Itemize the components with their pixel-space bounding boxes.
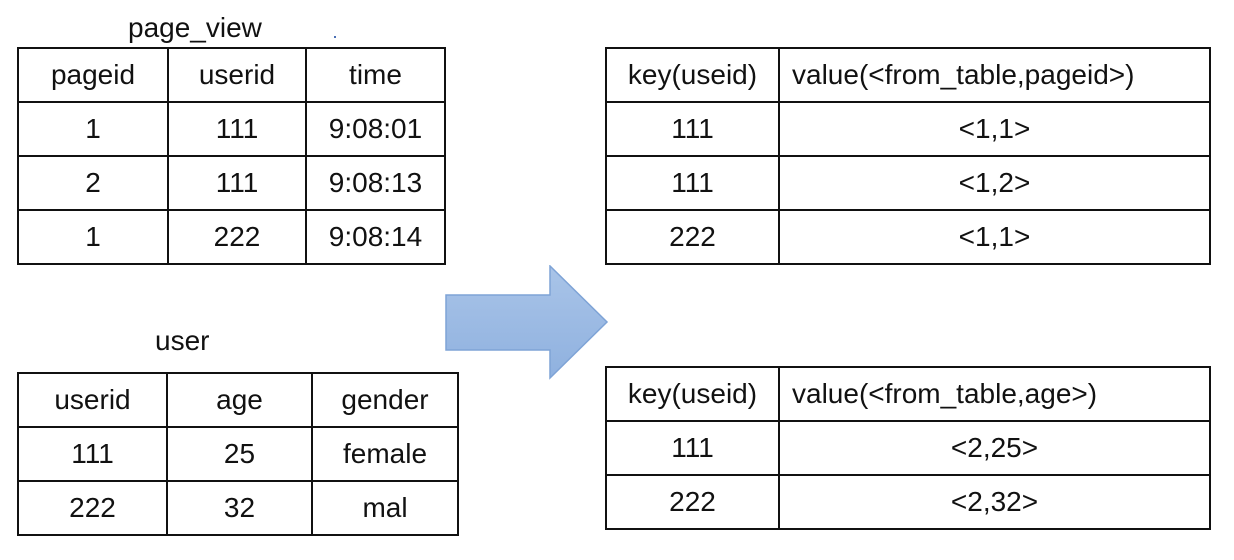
table-cell: 111 (605, 101, 780, 157)
table-cell: 222 (605, 474, 780, 530)
table-cell: <1,2> (778, 155, 1211, 211)
table-header-row: key(useid) value(<from_table,age>) (605, 366, 1211, 422)
table-cell: 9:08:13 (305, 155, 446, 211)
table-header-row: userid age gender (17, 372, 459, 428)
table-cell: 32 (166, 480, 313, 536)
table-row: 111 <2,25> (605, 420, 1211, 476)
table-cell: mal (311, 480, 459, 536)
table-cell: 25 (166, 426, 313, 482)
header-cell: userid (17, 372, 168, 428)
table-cell: 1 (17, 209, 169, 265)
page-view-title: page_view (128, 12, 262, 43)
table-row: 1 111 9:08:01 (17, 101, 446, 157)
header-cell: gender (311, 372, 459, 428)
table-cell: 111 (167, 155, 307, 211)
table-cell: 111 (17, 426, 168, 482)
table-cell: 1 (17, 101, 169, 157)
table-header-row: key(useid) value(<from_table,pageid>) (605, 47, 1211, 103)
header-cell: key(useid) (605, 366, 780, 422)
table-cell: 222 (167, 209, 307, 265)
table-cell: <2,32> (778, 474, 1211, 530)
header-cell: key(useid) (605, 47, 780, 103)
table-cell: <1,1> (778, 101, 1211, 157)
map-output-pageview-table: key(useid) value(<from_table,pageid>) 11… (605, 47, 1211, 265)
table-cell: 111 (605, 420, 780, 476)
table-cell: 9:08:01 (305, 101, 446, 157)
stray-dot (334, 36, 336, 38)
header-cell: value(<from_table,pageid>) (778, 47, 1211, 103)
header-cell: pageid (17, 47, 169, 103)
table-header-row: pageid userid time (17, 47, 446, 103)
table-cell: 9:08:14 (305, 209, 446, 265)
table-cell: <1,1> (778, 209, 1211, 265)
header-cell: value(<from_table,age>) (778, 366, 1211, 422)
header-cell: age (166, 372, 313, 428)
page-view-table: pageid userid time 1 111 9:08:01 2 111 9… (17, 47, 446, 265)
user-table: userid age gender 111 25 female 222 32 m… (17, 372, 459, 536)
table-cell: female (311, 426, 459, 482)
right-arrow-icon (445, 265, 609, 380)
table-cell: 222 (17, 480, 168, 536)
table-row: 222 <2,32> (605, 474, 1211, 530)
table-row: 111 25 female (17, 426, 459, 482)
arrow-shape (445, 265, 609, 380)
table-cell: 2 (17, 155, 169, 211)
table-row: 111 <1,1> (605, 101, 1211, 157)
map-output-user-table: key(useid) value(<from_table,age>) 111 <… (605, 366, 1211, 530)
header-cell: time (305, 47, 446, 103)
table-row: 2 111 9:08:13 (17, 155, 446, 211)
table-cell: <2,25> (778, 420, 1211, 476)
header-cell: userid (167, 47, 307, 103)
table-cell: 222 (605, 209, 780, 265)
table-row: 222 32 mal (17, 480, 459, 536)
table-row: 1 222 9:08:14 (17, 209, 446, 265)
table-row: 111 <1,2> (605, 155, 1211, 211)
table-cell: 111 (605, 155, 780, 211)
table-cell: 111 (167, 101, 307, 157)
user-title: user (155, 325, 210, 356)
table-row: 222 <1,1> (605, 209, 1211, 265)
